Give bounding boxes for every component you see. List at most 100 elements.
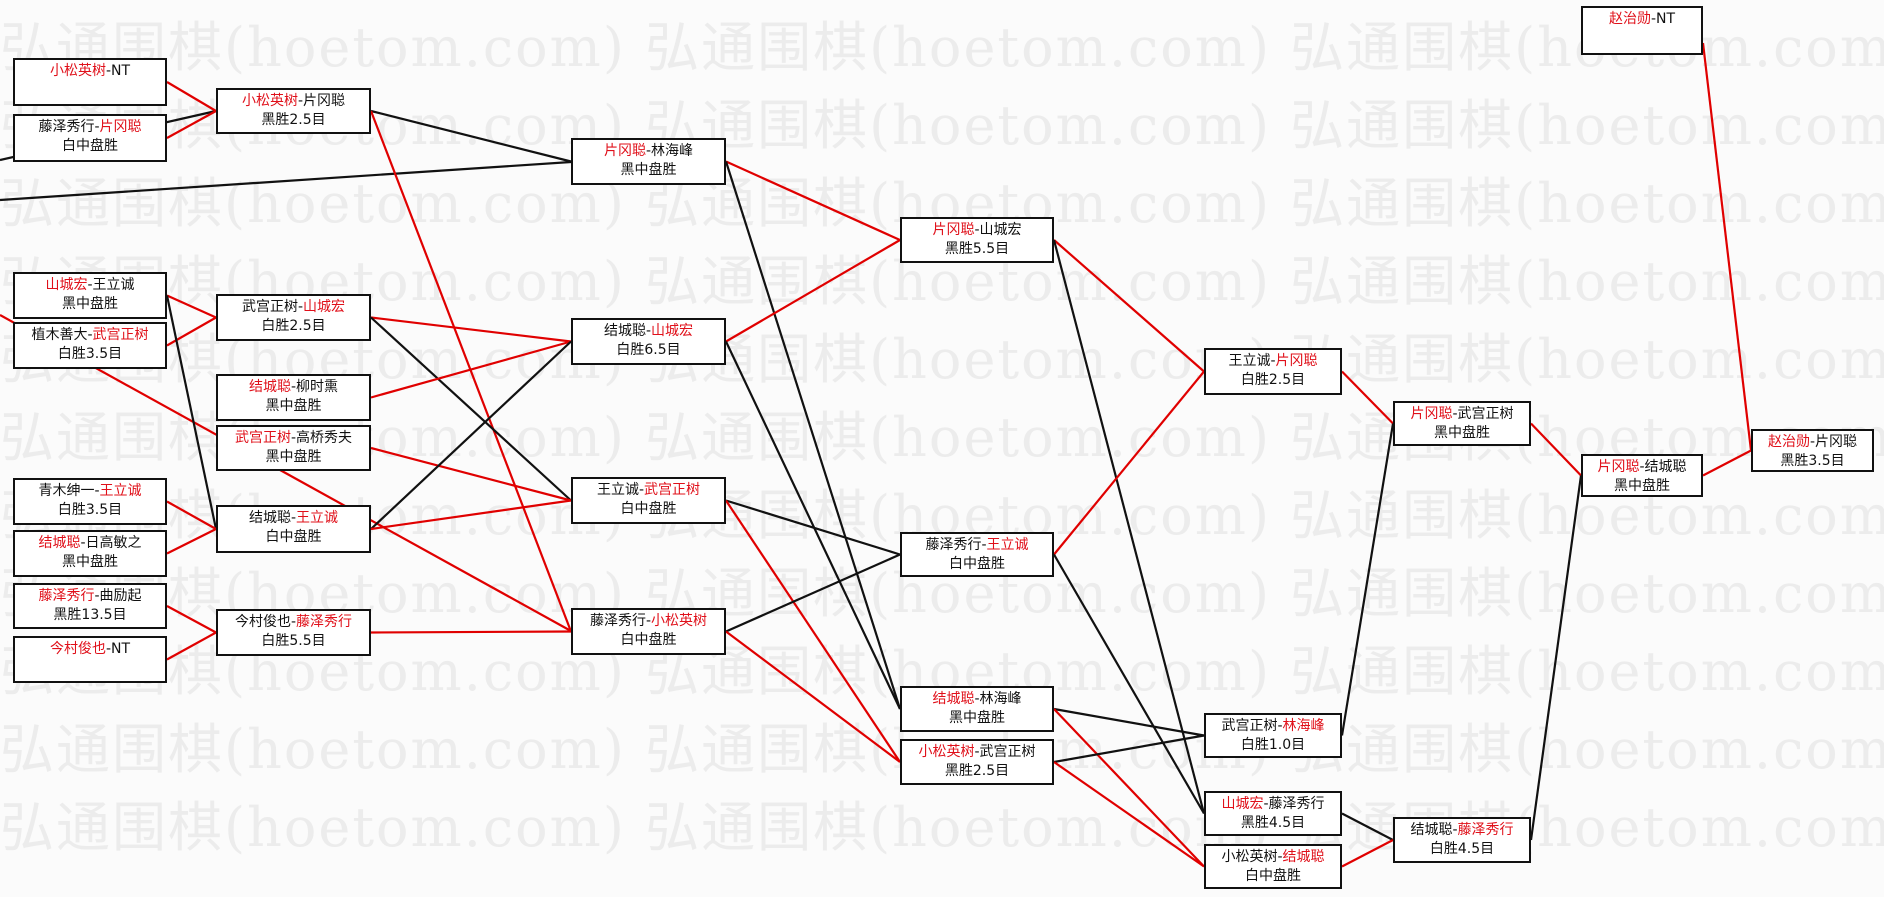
black-player: 今村俊也 xyxy=(234,614,291,630)
match-box[interactable]: 赵治勋-NT xyxy=(1581,6,1703,55)
winner-connector xyxy=(370,446,572,502)
match-players: 结城聪-林海峰 xyxy=(902,690,1052,709)
match-box[interactable]: 小松英树-武宫正树黑胜2.5目 xyxy=(900,739,1054,785)
match-box[interactable]: 结城聪-山城宏白胜6.5目 xyxy=(571,318,726,365)
separator: - xyxy=(1277,718,1283,734)
match-box[interactable]: 小松英树-NT xyxy=(13,58,167,106)
match-players: 今村俊也-NT xyxy=(15,640,165,659)
match-result: 黑胜3.5目 xyxy=(1780,453,1845,469)
winner-connector xyxy=(725,630,901,763)
match-box[interactable]: 山城宏-王立诚黑中盘胜 xyxy=(13,272,167,319)
match-box[interactable]: 青木绅一-王立诚白胜3.5目 xyxy=(13,478,167,525)
white-player: 片冈聪 xyxy=(303,93,346,109)
match-box[interactable]: 王立诚-武宫正树白中盘胜 xyxy=(571,477,726,524)
match-box[interactable]: 武宫正树-山城宏白胜2.5目 xyxy=(216,294,371,341)
winner-connector xyxy=(370,316,572,343)
black-player: 武宫正树 xyxy=(1221,718,1278,734)
match-box[interactable]: 片冈聪-结城聪黑中盘胜 xyxy=(1581,454,1703,497)
loser-connector xyxy=(1341,812,1394,841)
winner-connector xyxy=(725,160,901,242)
black-player: 赵治勋 xyxy=(1608,11,1651,27)
match-result: 黑中盘胜 xyxy=(949,710,1005,726)
match-box[interactable]: 武宫正树-林海峰白胜1.0目 xyxy=(1204,713,1342,758)
match-players: 藤泽秀行-曲励起 xyxy=(15,587,165,606)
match-players: 今村俊也-藤泽秀行 xyxy=(218,613,369,632)
white-player: NT xyxy=(111,641,131,657)
winner-connector xyxy=(725,239,901,343)
separator: - xyxy=(80,535,86,551)
match-box[interactable]: 结城聪-柳时熏黑中盘胜 xyxy=(216,374,371,421)
match-result: 黑胜2.5目 xyxy=(261,112,326,128)
match-result: 白中盘胜 xyxy=(949,556,1005,572)
black-player: 小松英树 xyxy=(918,744,975,760)
separator: - xyxy=(290,510,297,526)
match-box[interactable]: 藤泽秀行-王立诚白中盘胜 xyxy=(900,532,1054,577)
winner-connector xyxy=(1053,761,1205,868)
white-player: 高桥秀夫 xyxy=(296,430,353,446)
match-result: 黑胜4.5目 xyxy=(1240,815,1306,831)
match-result: 白中盘胜 xyxy=(62,138,118,154)
black-player: 今村俊也 xyxy=(49,641,106,657)
match-box[interactable]: 今村俊也-NT xyxy=(13,636,167,683)
winner-connector xyxy=(370,499,572,531)
match-box[interactable]: 小松英树-结城聪白中盘胜 xyxy=(1204,844,1342,889)
match-box[interactable]: 片冈聪-林海峰黑中盘胜 xyxy=(571,138,726,185)
winner-connector xyxy=(166,605,217,634)
match-box[interactable]: 王立诚-片冈聪白胜2.5目 xyxy=(1204,348,1342,395)
match-players: 藤泽秀行-王立诚 xyxy=(902,536,1052,555)
match-box[interactable]: 藤泽秀行-片冈聪白中盘胜 xyxy=(13,114,167,162)
winner-connector xyxy=(1053,239,1205,373)
match-box[interactable]: 片冈聪-武宫正树黑中盘胜 xyxy=(1393,401,1531,446)
match-result: 白中盘胜 xyxy=(265,529,322,545)
match-players: 结城聪-王立诚 xyxy=(218,509,369,528)
black-player: 结城聪 xyxy=(248,379,291,395)
white-player: 结城聪 xyxy=(1644,459,1687,475)
match-players: 小松英树-结城聪 xyxy=(1206,848,1340,867)
winner-connector xyxy=(1341,370,1394,425)
winner-connector xyxy=(370,340,572,399)
white-player: 山城宏 xyxy=(979,222,1022,238)
separator: - xyxy=(290,379,297,395)
match-players: 结城聪-柳时熏 xyxy=(218,378,369,397)
match-box[interactable]: 今村俊也-藤泽秀行白胜5.5目 xyxy=(216,609,371,656)
white-player: 结城聪 xyxy=(1282,849,1325,865)
black-player: 片冈聪 xyxy=(603,143,646,159)
winner-connector xyxy=(725,499,901,763)
winner-connector xyxy=(1053,370,1205,556)
match-box[interactable]: 小松英树-片冈聪黑胜2.5目 xyxy=(216,88,371,134)
separator: - xyxy=(1809,434,1816,450)
match-box[interactable]: 片冈聪-山城宏黑胜5.5目 xyxy=(900,217,1054,263)
white-player: 柳时熏 xyxy=(296,379,339,395)
separator: - xyxy=(105,63,112,79)
separator: - xyxy=(1650,11,1657,27)
match-players: 结城聪-日高敏之 xyxy=(15,534,165,553)
black-player: 结城聪 xyxy=(1410,822,1453,838)
match-box[interactable]: 结城聪-日高敏之黑中盘胜 xyxy=(13,530,167,577)
match-box[interactable]: 武宫正树-高桥秀夫黑中盘胜 xyxy=(216,425,371,471)
white-player: 山城宏 xyxy=(303,299,346,315)
winner-connector xyxy=(166,528,217,555)
loser-connector xyxy=(725,553,901,633)
white-player: 王立诚 xyxy=(296,510,339,526)
separator: - xyxy=(1263,796,1269,812)
match-box[interactable]: 藤泽秀行-小松英树白中盘胜 xyxy=(571,608,726,655)
winner-connector xyxy=(166,110,217,139)
black-player: 藤泽秀行 xyxy=(38,588,95,604)
winner-connector xyxy=(369,110,573,632)
match-players: 赵治勋-片冈聪 xyxy=(1753,433,1872,452)
black-player: 植木善大 xyxy=(31,327,88,343)
match-result: 黑胜13.5目 xyxy=(53,607,127,623)
match-result: 黑胜5.5目 xyxy=(944,241,1010,257)
match-box[interactable]: 赵治勋-片冈聪黑胜3.5目 xyxy=(1751,429,1874,472)
match-box[interactable]: 山城宏-藤泽秀行黑胜4.5目 xyxy=(1204,791,1342,836)
match-box[interactable]: 结城聪-藤泽秀行白胜4.5目 xyxy=(1393,817,1531,863)
match-box[interactable]: 植木善大-武宫正树白胜3.5目 xyxy=(13,322,167,369)
match-box[interactable]: 结城聪-王立诚白中盘胜 xyxy=(216,505,371,553)
match-result: 黑中盘胜 xyxy=(265,398,322,414)
white-player: 藤泽秀行 xyxy=(1457,822,1514,838)
winner-connector xyxy=(1702,449,1752,477)
match-box[interactable]: 结城聪-林海峰黑中盘胜 xyxy=(900,686,1054,732)
match-box[interactable]: 藤泽秀行-曲励起黑胜13.5目 xyxy=(13,583,167,629)
loser-connector xyxy=(1529,475,1583,841)
